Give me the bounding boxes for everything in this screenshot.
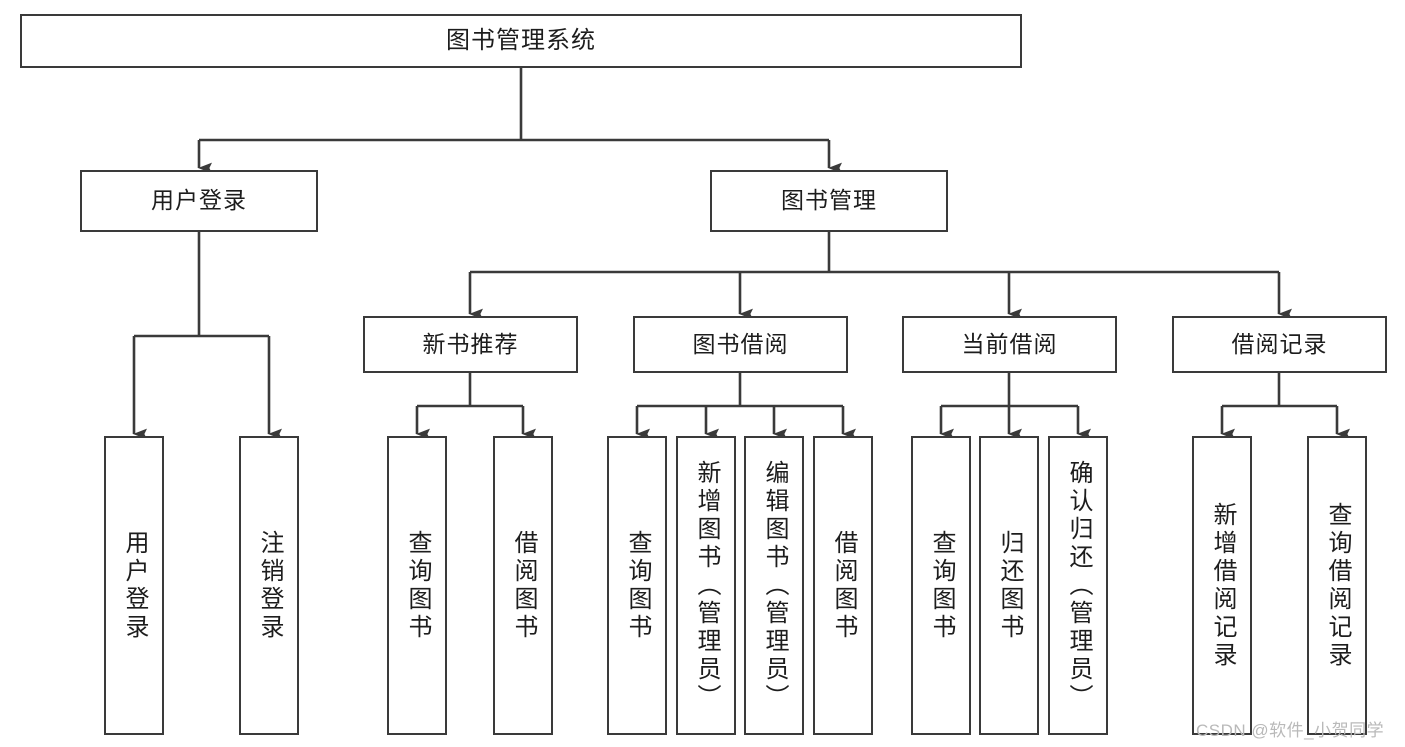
leaf-confirm-return-admin-label: 确认归还（管理员） <box>1065 459 1092 712</box>
node-borrow-records-label: 借阅记录 <box>1231 330 1328 357</box>
leaf-borrow-book-new[interactable]: 借阅图书 <box>493 436 553 735</box>
leaf-return-book-label: 归还图书 <box>996 529 1023 642</box>
leaf-add-borrow-record-label: 新增借阅记录 <box>1209 501 1236 670</box>
leaf-user-login-label: 用户登录 <box>121 529 148 642</box>
leaf-query-book-borrow[interactable]: 查询图书 <box>607 436 667 735</box>
node-current-borrow[interactable]: 当前借阅 <box>902 316 1117 373</box>
node-borrow-records[interactable]: 借阅记录 <box>1172 316 1387 373</box>
leaf-user-login[interactable]: 用户登录 <box>104 436 164 735</box>
leaf-return-book[interactable]: 归还图书 <box>979 436 1039 735</box>
node-root-system[interactable]: 图书管理系统 <box>20 14 1022 68</box>
leaf-query-borrow-record-label: 查询借阅记录 <box>1324 501 1351 670</box>
leaf-logout[interactable]: 注销登录 <box>239 436 299 735</box>
leaf-add-book-admin[interactable]: 新增图书（管理员） <box>676 436 736 735</box>
leaf-borrow-book-label: 借阅图书 <box>830 529 857 642</box>
leaf-query-book-current[interactable]: 查询图书 <box>911 436 971 735</box>
leaf-borrow-book[interactable]: 借阅图书 <box>813 436 873 735</box>
node-book-borrow[interactable]: 图书借阅 <box>633 316 848 373</box>
leaf-add-borrow-record[interactable]: 新增借阅记录 <box>1192 436 1252 735</box>
leaf-confirm-return-admin[interactable]: 确认归还（管理员） <box>1048 436 1108 735</box>
leaf-query-book-new[interactable]: 查询图书 <box>387 436 447 735</box>
leaf-edit-book-admin[interactable]: 编辑图书（管理员） <box>744 436 804 735</box>
node-new-book-recommend-label: 新书推荐 <box>422 330 519 357</box>
leaf-query-book-current-label: 查询图书 <box>928 529 955 642</box>
leaf-query-book-new-label: 查询图书 <box>404 529 431 642</box>
leaf-edit-book-admin-label: 编辑图书（管理员） <box>761 459 788 712</box>
node-current-borrow-label: 当前借阅 <box>961 330 1058 357</box>
leaf-borrow-book-new-label: 借阅图书 <box>510 529 537 642</box>
node-book-borrow-label: 图书借阅 <box>692 330 789 357</box>
leaf-query-borrow-record[interactable]: 查询借阅记录 <box>1307 436 1367 735</box>
node-book-management-label: 图书管理 <box>781 187 877 214</box>
leaf-query-book-borrow-label: 查询图书 <box>624 529 651 642</box>
node-book-management[interactable]: 图书管理 <box>710 170 948 232</box>
node-user-login-label: 用户登录 <box>151 187 247 214</box>
node-root-system-label: 图书管理系统 <box>446 26 596 54</box>
leaf-logout-label: 注销登录 <box>256 529 283 642</box>
csdn-watermark: CSDN @软件_小贺同学 <box>1196 721 1385 740</box>
leaf-add-book-admin-label: 新增图书（管理员） <box>693 459 720 712</box>
node-user-login[interactable]: 用户登录 <box>80 170 318 232</box>
node-new-book-recommend[interactable]: 新书推荐 <box>363 316 578 373</box>
